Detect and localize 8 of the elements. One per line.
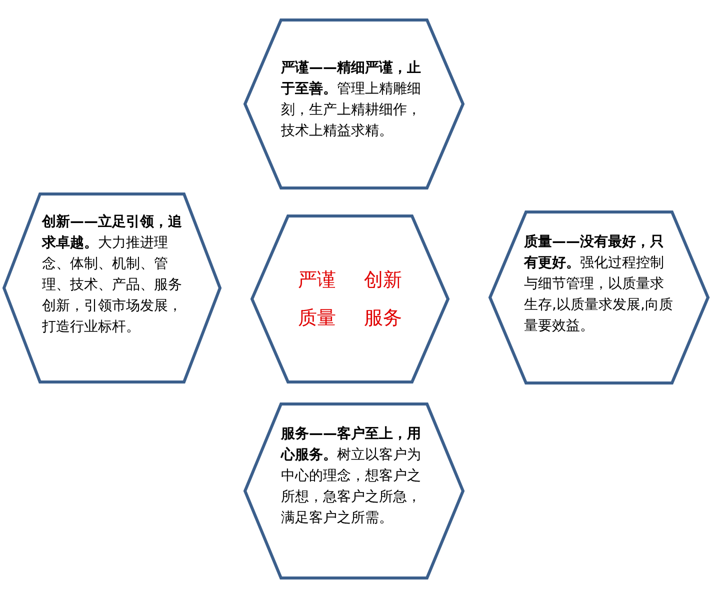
description-text: 创新——立足引领，追求卓越。大力推进理念、体制、机制、管理、技术、产品、服务创新，引领市场发展，打造行业标杆。 bbox=[42, 212, 183, 337]
value-word: 严谨 bbox=[298, 268, 336, 292]
description-text: 服务——客户至上，用心服务。树立以客户为中心的理念，想客户之所想，急客户之所急，满足客户之所需。 bbox=[281, 424, 422, 528]
value-word: 质量 bbox=[298, 306, 336, 330]
description-text: 严谨——精细严谨，止于至善。管理上精雕细刻，生产上精耕细作，技术上精益求精。 bbox=[281, 59, 422, 141]
value-word: 服务 bbox=[364, 306, 402, 330]
value-word: 创新 bbox=[364, 268, 402, 292]
description-text: 质量——没有最好，只有更好。强化过程控制与细节管理，以质量求生存,以质量求发展,向质量要效益。 bbox=[524, 233, 674, 336]
